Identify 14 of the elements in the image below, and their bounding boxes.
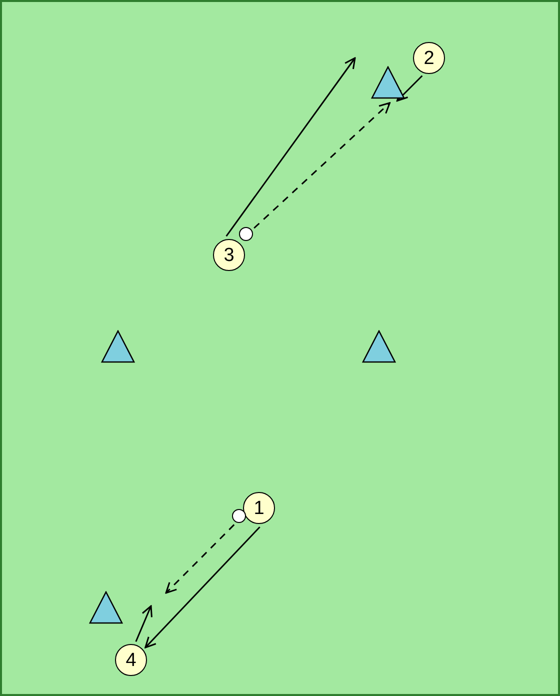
cone-triangle [371,66,405,100]
player-number: 3 [224,246,234,264]
run-arrow [226,57,356,237]
run-arrow [135,605,152,642]
pass-arrow [165,524,235,594]
pass-arrow [254,102,390,229]
player-number: 4 [126,650,136,670]
cone-triangle [362,330,396,364]
cone-triangle [101,330,135,364]
player-number: 1 [254,498,264,518]
run-arrow [144,526,260,648]
cone-triangle [89,591,123,625]
player-number: 2 [424,48,434,68]
run-arrow [396,75,423,102]
